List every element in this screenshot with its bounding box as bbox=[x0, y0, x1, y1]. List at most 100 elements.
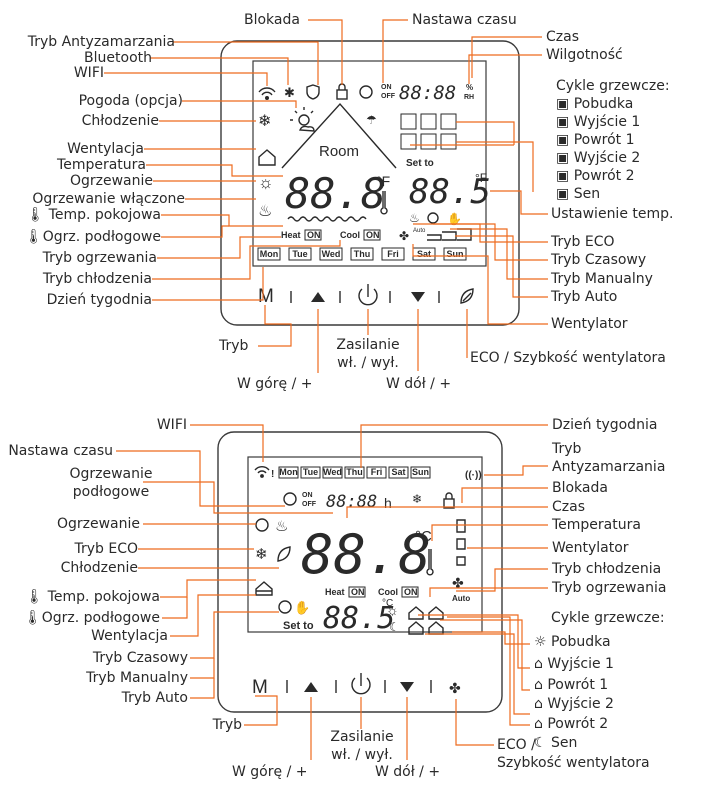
bottom-heat-label: Heat bbox=[325, 587, 345, 597]
bottom-manual-icon: ✋ bbox=[294, 600, 310, 615]
b-room-thermo-icon: 🌡 bbox=[25, 589, 44, 605]
label-antifreeze: Tryb Antyzamarzania bbox=[27, 34, 175, 50]
room-roof bbox=[281, 102, 397, 169]
bottom-ventilation-icon bbox=[255, 581, 273, 596]
b-cycle-sleep: ☾ Sen bbox=[534, 735, 577, 751]
bottom-set-digits: 88.5 bbox=[323, 601, 395, 636]
power-button[interactable] bbox=[358, 284, 378, 306]
bottom-lcd bbox=[247, 456, 483, 633]
b-cycle-back1: ⌂ Powrót 1 bbox=[534, 677, 608, 693]
cycle-back1: ▣ Powrót 1 bbox=[556, 132, 635, 148]
b-label-antifreeze-2: Antyzamarzania bbox=[552, 459, 666, 475]
bottom-lock-icon bbox=[443, 492, 455, 509]
cycle-out1-text: Wyjście 1 bbox=[573, 114, 641, 130]
rain-icon: ☂ bbox=[366, 113, 377, 127]
b-label-heating: Ogrzewanie bbox=[56, 516, 140, 532]
day-box-tue bbox=[300, 466, 321, 479]
day-box-fri bbox=[366, 466, 387, 479]
bottom-mode-button[interactable]: M bbox=[252, 677, 268, 698]
b-label-time: Czas bbox=[552, 499, 585, 515]
cooling-snowflake-icon: ❄ bbox=[258, 113, 271, 130]
label-temp-setting: Ustawienie temp. bbox=[551, 206, 674, 222]
top-leader-lines bbox=[104, 19, 548, 373]
b-label-down: W dół / + bbox=[375, 764, 441, 780]
b-label-heating-mode: Tryb ogrzewania bbox=[552, 580, 667, 596]
bottom-fan-icon: ✤ bbox=[452, 575, 464, 591]
bottom-power-button[interactable] bbox=[351, 673, 371, 695]
cycle-back1-text: Powrót 1 bbox=[573, 132, 635, 148]
b-house-out-small-icon: ⌂ bbox=[534, 656, 543, 672]
floor-thermometer-small-icon: 🌡 bbox=[24, 229, 43, 245]
bottom-house-out2-icon bbox=[408, 621, 424, 635]
up-arrow-button[interactable] bbox=[311, 292, 325, 302]
b-label-manual: Tryb Manualny bbox=[86, 670, 188, 686]
bottom-off-text: OFF bbox=[302, 501, 317, 508]
bottom-set-celsius: °C bbox=[382, 598, 393, 609]
cycle-back2: ▣ Powrót 2 bbox=[556, 168, 635, 184]
floor-heating-wave bbox=[287, 216, 367, 222]
label-room-temp-text: Temp. pokojowa bbox=[48, 207, 161, 223]
label-cooling: Chłodzenie bbox=[81, 113, 159, 129]
rh-text: RH bbox=[464, 94, 474, 101]
b-cycle-out2-text: Wyjście 2 bbox=[547, 696, 614, 712]
sleep-icon: ▣ bbox=[556, 186, 570, 202]
mode-button[interactable]: M bbox=[258, 286, 274, 307]
set-temp-digits: 88.5 bbox=[409, 172, 491, 212]
bottom-heat-on-badge: ON bbox=[351, 587, 365, 597]
day-box-fri bbox=[381, 247, 405, 261]
b-house-back2-small-icon: ⌂ bbox=[534, 716, 543, 732]
cycle-back2-text: Powrót 2 bbox=[573, 168, 635, 184]
b-moon-small-icon: ☾ bbox=[534, 735, 547, 751]
bottom-house-back2-icon bbox=[428, 621, 444, 635]
heating-sun-icon: ☼ bbox=[258, 173, 274, 192]
b-cycle-back1-text: Powrót 1 bbox=[547, 677, 609, 693]
bottom-moon-icon: ☾ bbox=[389, 620, 400, 634]
b-label-temperature: Temperatura bbox=[552, 517, 641, 533]
wakeup-icon: ▣ bbox=[556, 96, 570, 112]
b-label-power-sub: wł. / wył. bbox=[331, 747, 393, 763]
label-heating-mode: Tryb ogrzewania bbox=[42, 250, 157, 266]
day-label-wed: Wed bbox=[322, 249, 341, 259]
day-box-thu bbox=[350, 247, 374, 261]
eco-leaf-button[interactable] bbox=[460, 288, 474, 304]
bottom-down-arrow-button[interactable] bbox=[400, 682, 414, 692]
bottom-snowflake-small-icon: ❄ bbox=[412, 492, 422, 506]
set-fahrenheit-unit: °F bbox=[475, 171, 487, 185]
bottom-fan-bars bbox=[456, 519, 466, 566]
bottom-cooling-icon: ❄ bbox=[255, 546, 268, 563]
b-cycle-out1-text: Wyjście 1 bbox=[547, 656, 614, 672]
b-cycle-sleep-text: Sen bbox=[551, 735, 578, 751]
label-wifi: WIFI bbox=[73, 65, 104, 81]
bottom-auto-label: Auto bbox=[452, 594, 470, 603]
main-temp-digits: 88.8 bbox=[285, 169, 386, 218]
clock-digits: 88:88 bbox=[399, 82, 456, 104]
label-power-sub: wł. / wył. bbox=[337, 355, 399, 371]
bottom-heating-icon: ♨ bbox=[275, 518, 288, 535]
celsius-unit: °C bbox=[415, 528, 432, 545]
hours-unit: h bbox=[384, 495, 392, 511]
day-box-mon bbox=[278, 466, 299, 479]
cycle-sleep: ▣ Sen bbox=[556, 186, 600, 202]
b-label-auto: Tryb Auto bbox=[121, 690, 188, 706]
label-lock: Blokada bbox=[244, 12, 300, 28]
b-label-floor-heating-2: podłogowe bbox=[72, 484, 150, 500]
bottom-eco-fan-button[interactable]: ✤ bbox=[449, 680, 461, 696]
day-label-mon: Mon bbox=[260, 249, 279, 259]
bottom-up-arrow-button[interactable] bbox=[304, 682, 318, 692]
bottom-on-text: ON bbox=[302, 492, 313, 499]
manual-hand-icon: ✋ bbox=[447, 212, 462, 226]
b-cycles-title: Cykle grzewcze: bbox=[551, 610, 665, 626]
day-label-fri: Fri bbox=[387, 249, 399, 259]
b-label-mode: Tryb bbox=[212, 717, 242, 733]
label-humidity: Wilgotność bbox=[546, 47, 623, 63]
label-cooling-mode: Tryb chłodzenia bbox=[42, 271, 152, 287]
b-label-antifreeze: Tryb bbox=[552, 441, 582, 457]
b-cycle-back2: ⌂ Powrót 2 bbox=[534, 716, 608, 732]
b-label-ventilation: Wentylacja bbox=[91, 628, 168, 644]
cool-label: Cool bbox=[340, 230, 360, 240]
down-arrow-button[interactable] bbox=[411, 292, 425, 302]
day-box-tue bbox=[288, 247, 312, 261]
b-cycle-wakeup: ☼ Pobudka bbox=[534, 634, 611, 650]
